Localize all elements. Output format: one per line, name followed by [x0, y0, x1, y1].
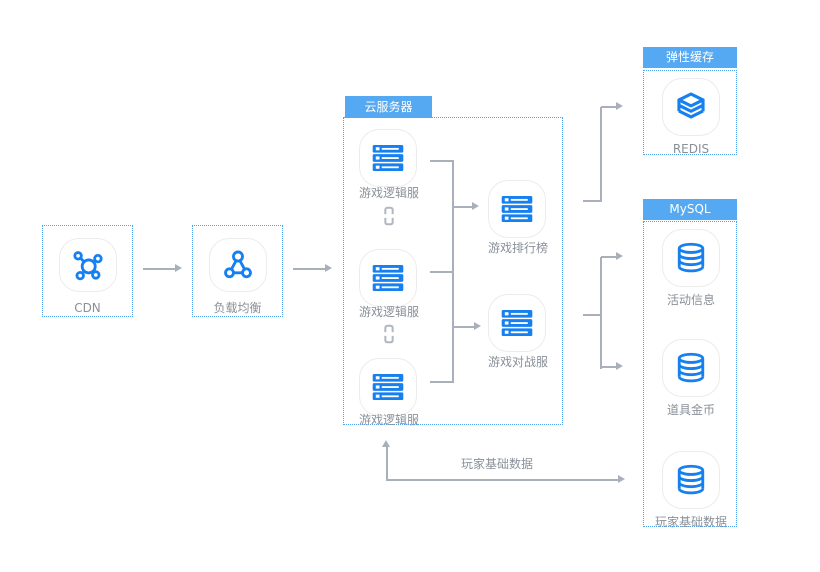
logic-server-2-label: 游戏逻辑服	[358, 305, 419, 319]
arrowhead-lb-to-cloud	[325, 264, 332, 272]
items-coins-db-item: 道具金币	[644, 339, 738, 418]
battle-server-tile	[488, 294, 546, 352]
arrowhead-to-leaderboard	[472, 202, 479, 210]
load-balancer-nodes-icon	[221, 248, 255, 282]
logic-server-1-label: 游戏逻辑服	[358, 186, 419, 200]
database-cylinder-icon	[674, 351, 708, 385]
server-rack-icon	[371, 141, 405, 175]
mysql-group-box: 活动信息 道具金币 玩家基础数据	[643, 221, 738, 530]
connector-to-leaderboard	[453, 206, 472, 208]
leaderboard-server-label: 游戏排行榜	[487, 241, 548, 255]
feedback-connector-h	[386, 479, 618, 481]
player-data-db-item: 玩家基础数据	[644, 451, 738, 530]
arrowhead-to-activity-db	[616, 252, 623, 260]
server-rack-icon	[371, 370, 405, 404]
cdn-network-icon	[71, 248, 105, 282]
arrowhead-feedback-right	[618, 475, 625, 483]
items-coins-db-tile	[662, 339, 720, 397]
cdn-icon-tile	[58, 238, 117, 292]
server-rack-icon	[500, 306, 534, 340]
feedback-connector-v	[386, 447, 388, 481]
server-rack-icon	[500, 192, 534, 226]
connector-to-items-db	[601, 366, 616, 368]
load-balancer-icon-tile	[208, 238, 267, 292]
feedback-arrow-label: 玩家基础数据	[460, 457, 533, 471]
connector-cloud-to-mysql-h	[583, 314, 601, 316]
connector-to-battle	[453, 326, 474, 328]
leaderboard-server-tile	[488, 180, 546, 238]
activity-db-item: 活动信息	[644, 229, 738, 308]
redis-label: REDIS	[672, 142, 710, 156]
bus-logic-servers	[452, 160, 454, 383]
cdn-node: CDN	[42, 225, 133, 317]
items-coins-db-label: 道具金币	[666, 403, 715, 417]
logic-server-3-label: 游戏逻辑服	[358, 413, 419, 427]
layer-stack-icon	[674, 90, 708, 124]
logic-server-1-tile	[359, 129, 417, 187]
connector-cloud-to-redis-h1	[583, 200, 601, 202]
redis-icon-tile	[662, 78, 720, 136]
redis-item: REDIS	[644, 78, 738, 157]
cache-group-box: REDIS	[643, 70, 738, 157]
battle-server-label: 游戏对战服	[487, 355, 548, 369]
mysql-group-title: MySQL	[643, 199, 737, 220]
load-balancer-node: 负载均衡	[192, 225, 283, 317]
cdn-label: CDN	[74, 301, 101, 315]
logic-server-3-tile	[359, 358, 417, 416]
chain-link-icon	[382, 205, 396, 227]
arrowhead-to-items-db	[616, 362, 623, 370]
arrowhead-to-redis	[616, 102, 623, 110]
database-cylinder-icon	[674, 241, 708, 275]
activity-db-tile	[662, 229, 720, 287]
connector-lb-to-cloud	[293, 268, 325, 270]
arrowhead-to-battle	[474, 322, 481, 330]
connector-cloud-to-redis-h2	[601, 106, 616, 108]
player-data-db-label: 玩家基础数据	[654, 515, 727, 529]
logic-server-2-tile	[359, 249, 417, 307]
cache-group-title: 弹性缓存	[643, 47, 737, 68]
arrowhead-feedback-up	[382, 440, 390, 447]
activity-db-label: 活动信息	[666, 293, 715, 307]
database-cylinder-icon	[674, 463, 708, 497]
cloud-server-group: 云服务器 游戏逻辑服 游戏逻辑服 游戏逻辑服 游戏排行榜 游戏对战服	[343, 96, 563, 427]
load-balancer-label: 负载均衡	[213, 301, 262, 315]
connector-to-activity-db	[601, 256, 616, 258]
stub-logic-server-1	[430, 160, 453, 162]
player-data-db-tile	[662, 451, 720, 509]
connector-cdn-to-lb	[143, 268, 175, 270]
chain-link-icon	[382, 323, 396, 345]
server-rack-icon	[371, 261, 405, 295]
connector-cloud-to-mysql-v	[600, 257, 602, 369]
connector-cloud-to-redis-v	[600, 107, 602, 202]
cloud-server-group-title: 云服务器	[345, 96, 432, 118]
arrowhead-cdn-to-lb	[175, 264, 182, 272]
stub-logic-server-2	[430, 271, 453, 273]
stub-logic-server-3	[430, 381, 453, 383]
